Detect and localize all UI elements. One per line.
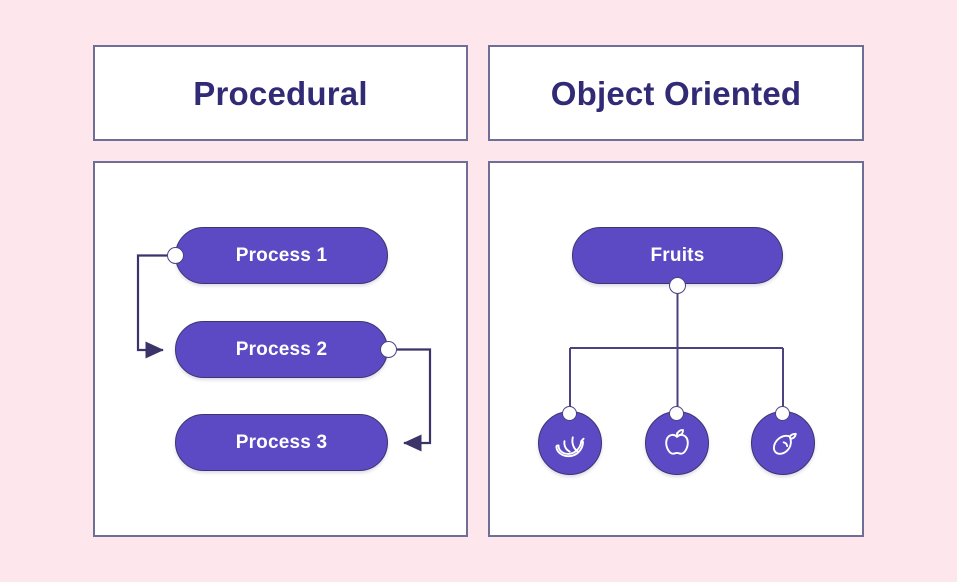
apple-icon — [659, 425, 695, 461]
mango-icon — [765, 425, 801, 461]
node-mango[interactable] — [751, 411, 815, 475]
node-apple[interactable] — [645, 411, 709, 475]
node-banana[interactable] — [538, 411, 602, 475]
connector-knob-fruits — [669, 277, 686, 294]
node-process-2[interactable]: Process 2 — [175, 321, 388, 378]
node-label-process-2: Process 2 — [235, 339, 328, 360]
node-label-process-3: Process 3 — [235, 432, 328, 453]
connector-knob-banana — [562, 406, 577, 421]
node-process-1[interactable]: Process 1 — [175, 227, 388, 284]
panel-object-oriented — [488, 161, 864, 537]
page-title-procedural: Procedural — [193, 74, 368, 112]
node-label-process-1: Process 1 — [235, 245, 328, 266]
banana-icon — [551, 424, 589, 462]
connector-knob-process-2 — [380, 341, 397, 358]
page-title-object-oriented: Object Oriented — [550, 74, 802, 112]
connector-knob-mango — [775, 406, 790, 421]
node-process-3[interactable]: Process 3 — [175, 414, 388, 471]
connector-knob-process-1 — [167, 247, 184, 264]
header-card-procedural: Procedural — [93, 45, 468, 141]
header-card-object-oriented: Object Oriented — [488, 45, 864, 141]
connector-knob-apple — [669, 406, 684, 421]
node-fruits[interactable]: Fruits — [572, 227, 783, 284]
node-label-fruits: Fruits — [650, 245, 705, 266]
